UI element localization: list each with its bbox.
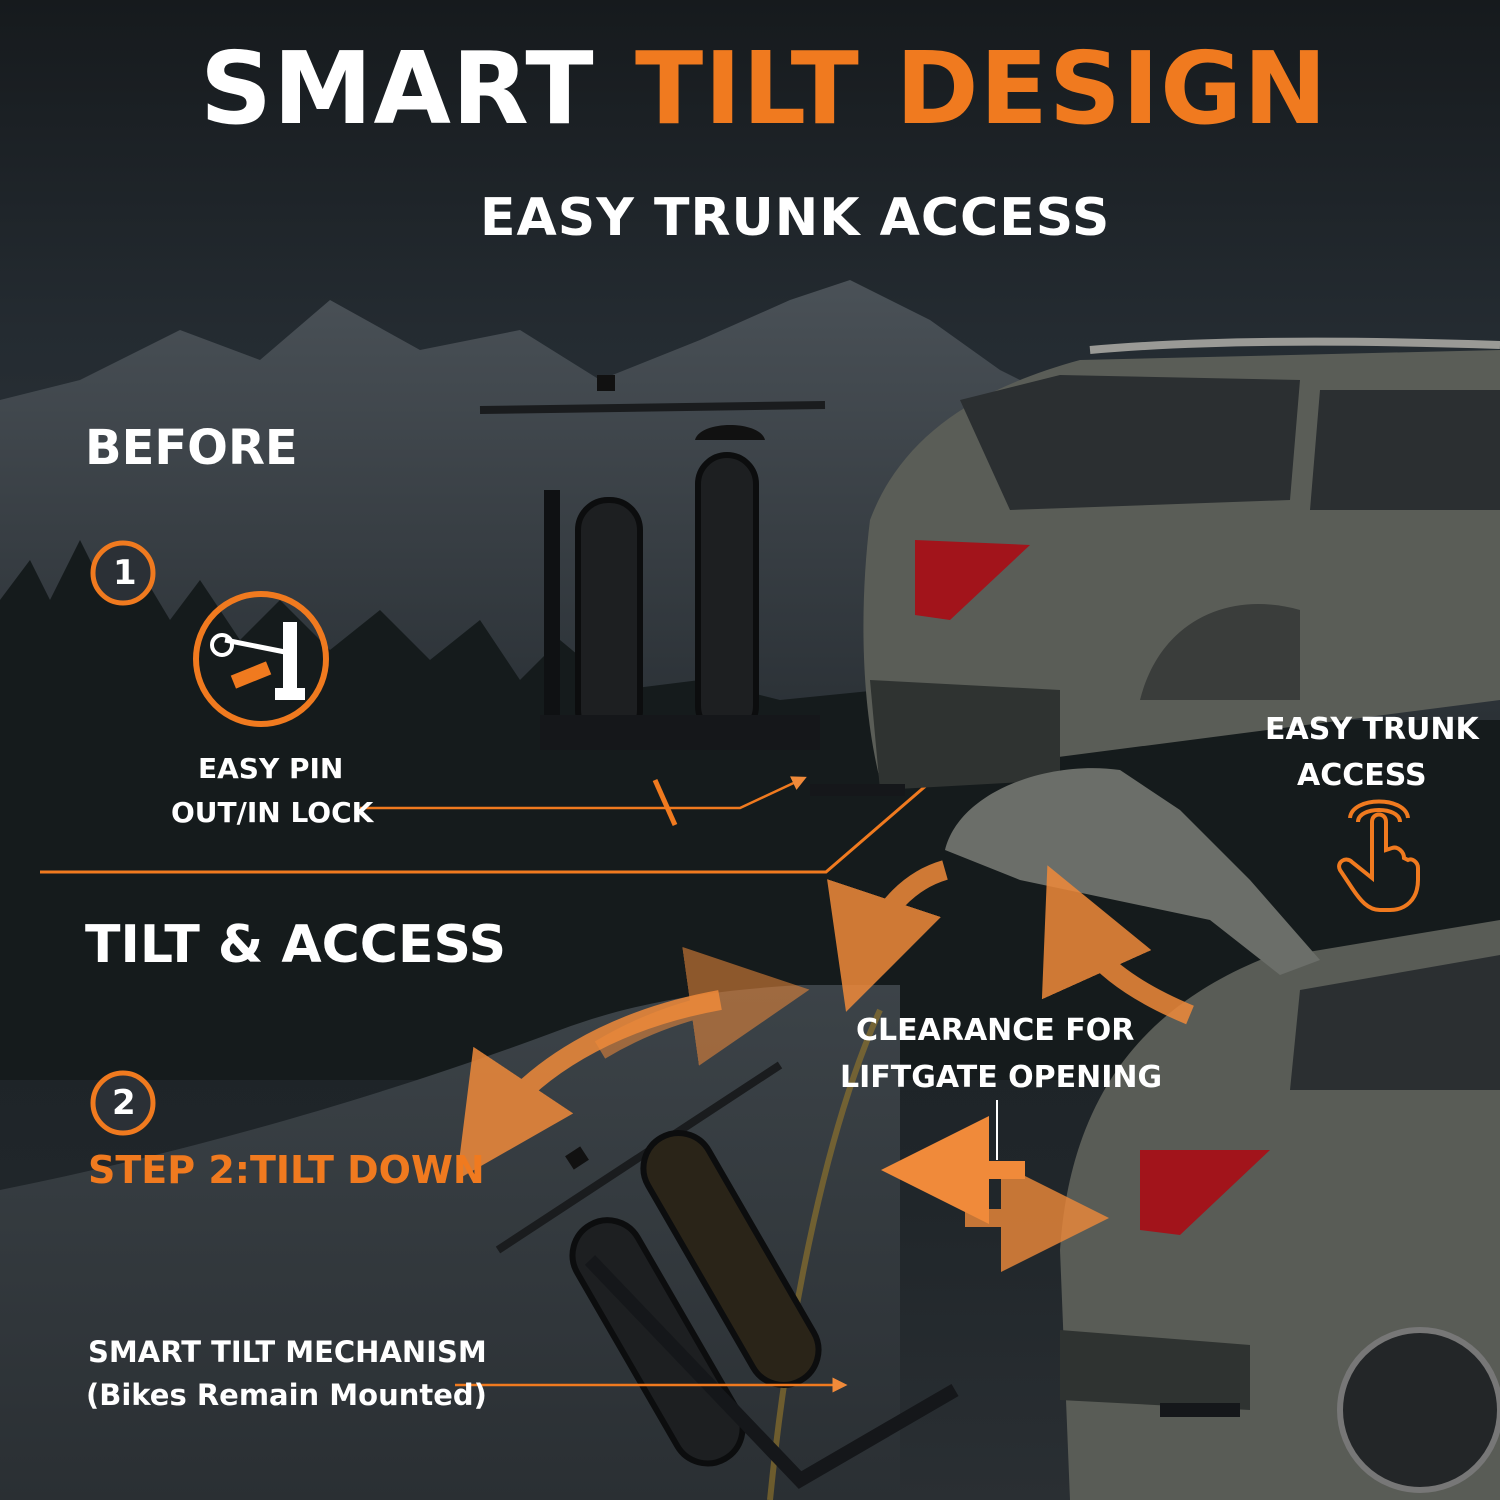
before-heading: BEFORE [85, 420, 298, 476]
step-2-label: STEP 2:TILT DOWN [88, 1148, 485, 1192]
clearance-caption-line-2: LIFTGATE OPENING [840, 1060, 1163, 1095]
title-tilt-design: TILT DESIGN [635, 30, 1328, 147]
clearance-caption-line-1: CLEARANCE FOR [856, 1013, 1135, 1048]
pin-caption-line-2: OUT/IN LOCK [171, 796, 374, 829]
pin-leader-line [360, 776, 807, 810]
title-smart: SMART [200, 30, 595, 147]
liftgate-arc-arrow-left [827, 860, 949, 1012]
pin-caption-line-1: EASY PIN [198, 752, 344, 785]
trunk-caption-line-2: ACCESS [1297, 758, 1427, 793]
tap-hand-icon [1337, 799, 1420, 912]
tilt-access-heading: TILT & ACCESS [85, 915, 507, 975]
subtitle: EASY TRUNK ACCESS [480, 188, 1111, 248]
step-2-number: 2 [112, 1083, 136, 1123]
road-center-line [767, 1008, 883, 1500]
step-1-badge [90, 540, 156, 606]
pin-lock-icon [193, 591, 329, 727]
step-2-badge [90, 1070, 156, 1136]
mechanism-caption-line-1: SMART TILT MECHANISM [88, 1335, 487, 1369]
step-1-number: 1 [113, 553, 137, 593]
liftgate-arc-arrow-right [1041, 865, 1194, 1025]
mechanism-caption-line-2: (Bikes Remain Mounted) [86, 1378, 487, 1412]
trunk-caption-line-1: EASY TRUNK [1265, 712, 1479, 747]
tilt-arc-arrow-up [594, 946, 810, 1066]
